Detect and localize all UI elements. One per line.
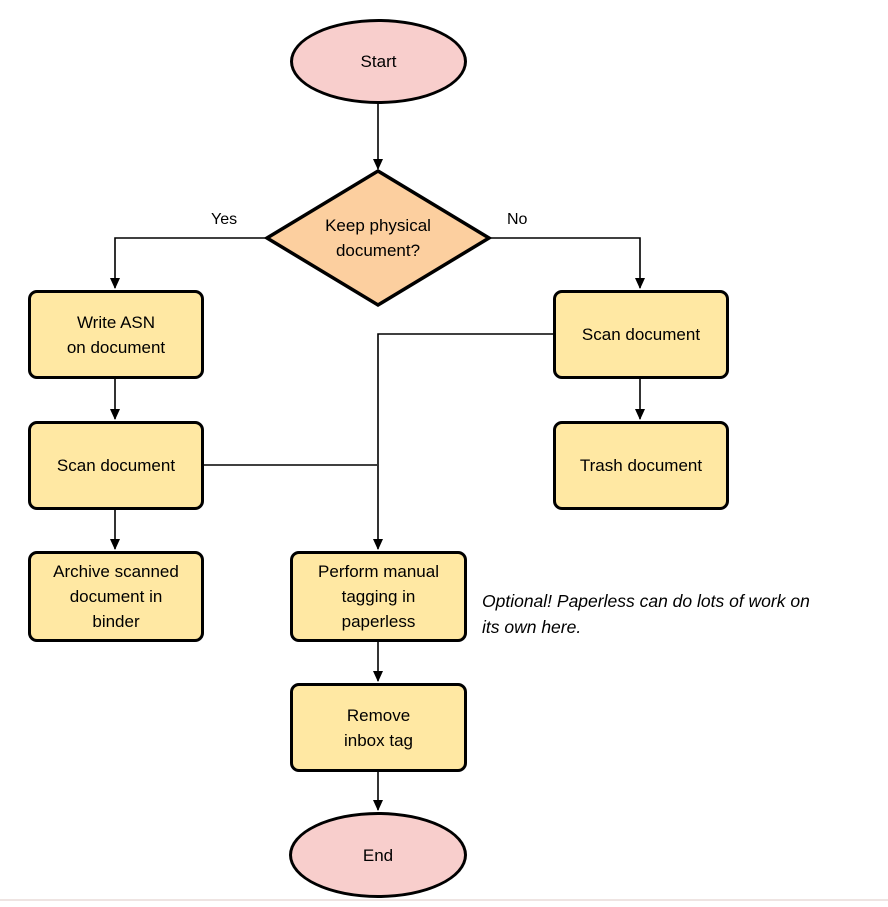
edge-decision-scan-right [490, 237, 645, 289]
edge-label-yes: Yes [211, 211, 238, 228]
node-archive-label: Archive scanned document in binder [53, 562, 179, 631]
node-archive-scanned-document: Archive scanned document in binder [28, 551, 204, 642]
node-write-asn-label: Write ASN on document [66, 312, 166, 357]
node-scan-document-right: Scan document [553, 290, 729, 379]
node-write-asn-on-document: Write ASN on document [28, 290, 204, 379]
edge-scan-right-tagging [373, 333, 553, 550]
node-end-label: End [362, 845, 394, 865]
node-scan-right-label: Scan document [581, 325, 701, 344]
node-perform-manual-tagging: Perform manual tagging in paperless [290, 551, 467, 642]
node-trash-label: Trash document [579, 456, 703, 475]
node-remove-inbox-tag: Remove inbox tag [290, 683, 467, 772]
node-end: End [289, 812, 467, 898]
node-start: Start [290, 19, 467, 104]
node-remove-inbox-label: Remove inbox tag [344, 705, 413, 750]
node-scan-left-label: Scan document [56, 456, 176, 475]
node-start-label: Start [360, 52, 397, 71]
edge-decision-write-asn [110, 237, 266, 289]
node-tagging-label: Perform manual tagging in paperless [318, 562, 439, 631]
diamond-shape [263, 168, 493, 308]
node-scan-document-left: Scan document [28, 421, 204, 510]
node-decision-keep-physical-document: Keep physical document? [263, 167, 493, 309]
optional-note: Optional! Paperless can do lots of work … [482, 591, 810, 637]
edge-label-no: No [507, 211, 528, 228]
bottom-divider [0, 899, 888, 901]
node-decision-label: Keep physical document? [325, 216, 431, 260]
node-trash-document: Trash document [553, 421, 729, 510]
